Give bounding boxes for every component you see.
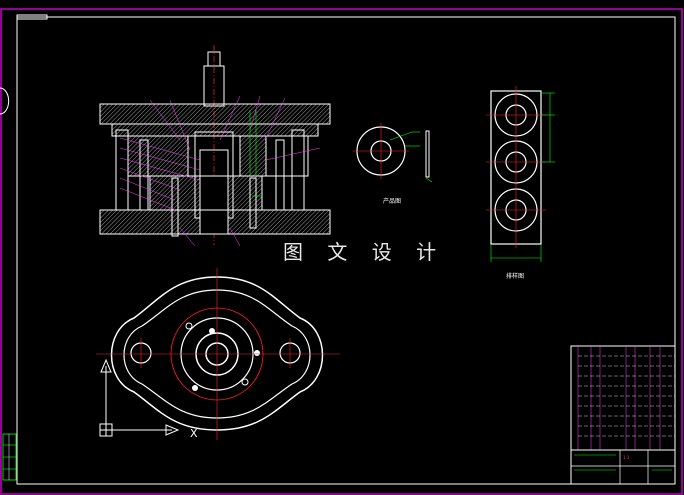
- outer-frame: [0, 8, 683, 495]
- title-block-scale: 1:1: [623, 455, 630, 460]
- product-view[interactable]: [353, 123, 433, 183]
- ucs-icon: [99, 358, 180, 437]
- watermark-text: 图 文 设 计: [283, 240, 446, 264]
- plan-view[interactable]: [96, 268, 340, 440]
- die-assembly-section[interactable]: [99, 45, 331, 247]
- product-view-label: 产品图: [383, 198, 402, 205]
- strip-layout[interactable]: [486, 86, 555, 262]
- strip-layout-label: 排样图: [506, 273, 525, 280]
- title-block[interactable]: [570, 345, 676, 485]
- left-margin-block: [2, 433, 17, 481]
- left-edge-arc: [0, 87, 10, 115]
- frame-corner-mark: [16, 14, 48, 20]
- inner-frame: [16, 16, 676, 485]
- ucs-x-label: X: [190, 427, 198, 440]
